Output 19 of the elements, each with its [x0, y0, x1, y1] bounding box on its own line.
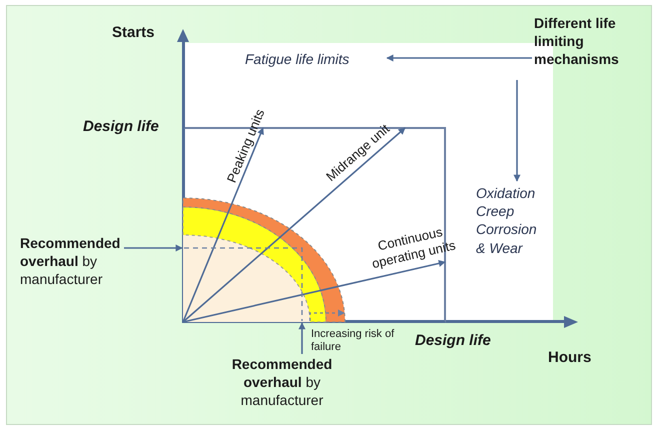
axis-label: Starts	[112, 24, 155, 42]
text-label: Recommended overhaul by manufacturer	[20, 234, 124, 289]
text-label: Fatigue life limits	[245, 50, 385, 68]
text-label: Oxidation Creep Corrosion & Wear	[476, 184, 546, 257]
arrow	[338, 260, 446, 288]
axis-label: Design life	[83, 118, 159, 136]
annotation-text: Increasing risk of failure	[311, 328, 396, 354]
text-label: Different life limiting mechanisms	[534, 14, 646, 69]
axis-label: Design life	[415, 332, 491, 350]
axis-label: Hours	[548, 349, 592, 367]
text-label: Recommended overhaul by manufacturer	[212, 355, 352, 410]
arrow	[231, 127, 264, 204]
edge-label: Continuous operating units	[370, 223, 458, 274]
arrow	[386, 54, 532, 62]
risk-zone-drawing	[182, 198, 346, 323]
arrow	[298, 322, 306, 354]
arrow	[289, 127, 406, 230]
arrow	[124, 244, 183, 252]
arrow	[514, 80, 520, 182]
